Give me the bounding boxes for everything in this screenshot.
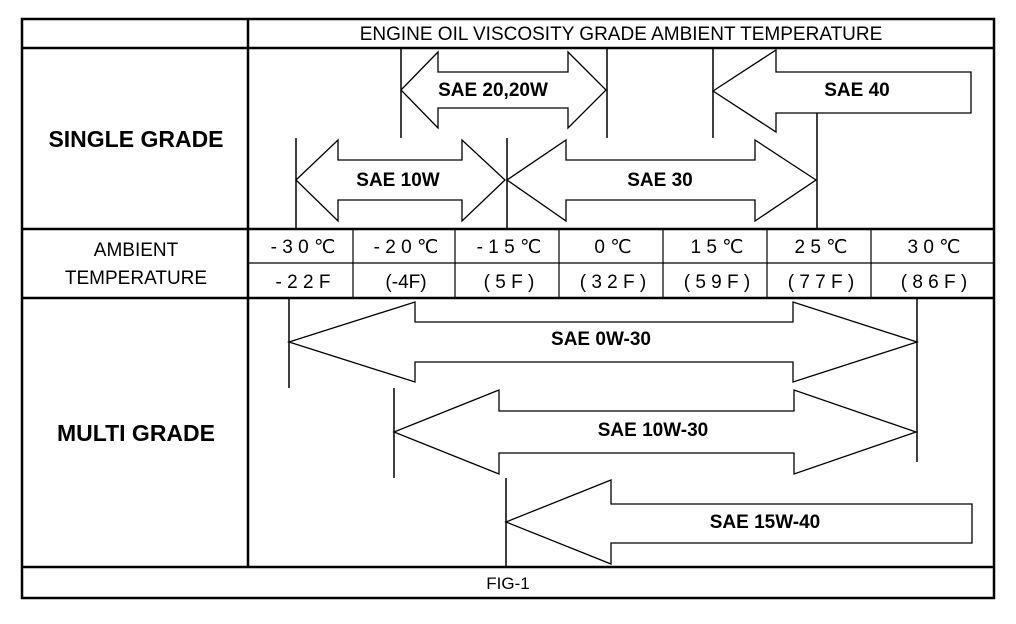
sae-0w-30-arrow: SAE 0W-30: [286, 298, 920, 462]
header-title: ENGINE OIL VISCOSITY GRADE AMBIENT TEMPE…: [360, 24, 883, 45]
table-grid: [20, 17, 996, 600]
sae-30-label: SAE 30: [627, 170, 692, 191]
sae-20-20w-arrow: SAE 20,20W: [400, 48, 608, 138]
sae-10w-arrow: SAE 10W: [295, 138, 506, 229]
fahrenheit-cell: ( 3 2 F ): [580, 272, 647, 293]
sae-10w-label: SAE 10W: [356, 170, 439, 191]
celsius-cell: - 2 0 ℃: [374, 237, 439, 258]
fahrenheit-cell: ( 7 7 F ): [788, 272, 855, 293]
fahrenheit-cell: ( 5 9 F ): [684, 272, 751, 293]
fahrenheit-cell: ( 8 6 F ): [901, 272, 968, 293]
figure-caption: FIG-1: [486, 574, 529, 593]
sae-10w-30-label: SAE 10W-30: [598, 420, 709, 441]
ambient-label-line2: TEMPERATURE: [65, 268, 207, 289]
celsius-cell: 3 0 ℃: [907, 237, 960, 258]
celsius-cell: 0 ℃: [594, 237, 631, 258]
fahrenheit-cell: ( 5 F ): [484, 272, 535, 293]
celsius-cell: 2 5 ℃: [794, 237, 847, 258]
sae-20-20w-label: SAE 20,20W: [438, 80, 548, 101]
ambient-label-line1: AMBIENT: [94, 240, 179, 261]
outer-border: [20, 17, 996, 600]
sae-40-arrow: SAE 40: [711, 48, 972, 138]
sae-40-label: SAE 40: [824, 80, 889, 101]
multi-grade-label: MULTI GRADE: [57, 420, 215, 446]
celsius-cell: - 3 0 ℃: [271, 237, 336, 258]
sae-10w-30-arrow: SAE 10W-30: [392, 388, 918, 478]
celsius-row: - 3 0 ℃ - 2 0 ℃ - 1 5 ℃ 0 ℃ 1 5 ℃ 2 5 ℃ …: [271, 237, 961, 258]
sae-15w-40-label: SAE 15W-40: [710, 512, 821, 533]
sae-0w-30-label: SAE 0W-30: [551, 329, 651, 350]
celsius-cell: 1 5 ℃: [690, 237, 743, 258]
fahrenheit-cell: - 2 2 F: [276, 272, 331, 293]
single-grade-label: SINGLE GRADE: [48, 126, 223, 152]
fahrenheit-cell: (-4F): [385, 272, 426, 293]
sae-15w-40-arrow: SAE 15W-40: [504, 478, 973, 567]
fahrenheit-row: - 2 2 F (-4F) ( 5 F ) ( 3 2 F ) ( 5 9 F …: [276, 272, 968, 293]
sae-30-arrow: SAE 30: [505, 113, 818, 229]
celsius-cell: - 1 5 ℃: [477, 237, 542, 258]
